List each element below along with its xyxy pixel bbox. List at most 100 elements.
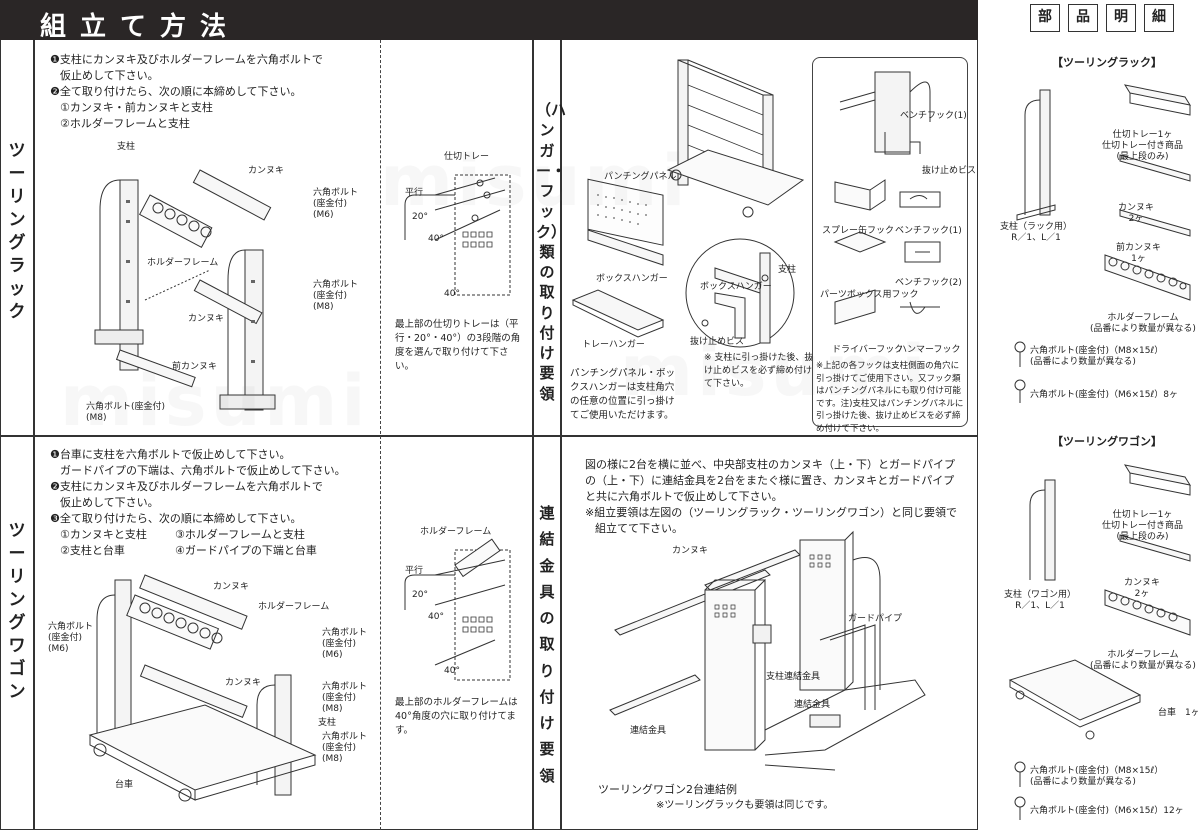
label-kannuki: カンヌキ [672,546,709,556]
join-caption-note: ※ツーリングラックも要領は同じです。 [656,800,834,811]
label-kannuki: カンヌキ [225,678,262,688]
label-box-hanger: ボックスハンガー [700,282,772,292]
heading-char: 明 [1106,4,1136,32]
part-cart: 台車 1ヶ [1158,708,1198,718]
section-title-join: 連結金具の取り付け要領 [539,504,555,785]
label-holder-frame: ホルダーフレーム [258,602,330,612]
part-kannuki: カンヌキ 2ヶ [1118,203,1155,224]
box-hanger-detail [685,238,800,358]
rack-parts-title: 【ツーリングラック】 [1052,56,1162,69]
part-mae-kannuki: 前カンヌキ 1ヶ [1116,243,1162,264]
part-pillar: 支柱（ラック用） R／1、L／1 [1000,222,1073,243]
label-heikou: 平行 [405,566,424,576]
label-angle-20: 20° [412,590,428,600]
label-kannuki: カンヌキ [248,166,285,176]
label-daisha: 台車 [115,780,134,790]
part-bolt-m8: 六角ボルト(座金付)（M8×15ℓ） (品番により数量が異なる) [1030,766,1164,787]
page-title: 組立て方法 [0,0,978,42]
join-instructions: 図の様に2台を横に並べ、中央部支柱のカンヌキ（上・下）とガードパイプ の（上・下… [585,458,957,535]
wagon-order-3: ③ホルダーフレームと支柱 [175,528,305,541]
tray-angle-detail [395,170,525,305]
label-heikou: 平行 [405,188,424,198]
label-shichu: 支柱 [318,718,337,728]
section-title-rack: ツーリングラック [8,141,26,322]
label-holder-frame: ホルダーフレーム [147,258,219,268]
label-shikiri-tray: 仕切トレー [444,152,490,162]
heading-char: 細 [1144,4,1174,32]
part-bolt-m6: 六角ボルト(座金付)（M6×15ℓ）8ヶ [1030,390,1178,400]
label-pillar-connector: 支柱連結金具 [766,672,821,682]
label-bolt-m6: 六角ボルト (座金付) (M6) [48,622,94,654]
rack-instructions: ❶支柱にカンヌキ及びホルダーフレームを六角ボルトで 仮止めして下さい。 ❷全て取… [50,53,323,130]
label-bench-hook-2: ベンチフック(2) [895,278,962,288]
holder-angle-note: 最上部のホルダーフレームは40°角度の穴に取り付けてます。 [395,697,518,736]
part-tray: 仕切トレー1ヶ 仕切トレー付き商品 (最上段のみ) [1102,510,1184,542]
label-punching-panel: パンチングパネル [604,172,677,182]
label-angle-40: 40° [444,289,460,299]
label-stopper-screw: 抜け止めビス [690,337,745,347]
label-kannuki: カンヌキ [188,314,225,324]
label-kannuki: カンヌキ [213,582,250,592]
label-bolt-m6: 六角ボルト (座金付) (M6) [322,628,368,660]
dashed-divider [380,40,381,830]
section-title-hooks: （ハンガー・フック）類の取り付け要領 [536,101,567,403]
label-angle-40: 40° [444,666,460,676]
wagon-assembly-drawing [85,565,325,805]
label-box-hanger: ボックスハンガー [596,274,668,284]
label-guard-pipe: ガードパイプ [848,614,903,624]
part-pillar: 支柱（ワゴン用） R／1、L／1 [1004,590,1077,611]
wagon-instructions: ❶台車に支柱を六角ボルトで仮止めして下さい。 ガードパイプの下端は、六角ボルトで… [50,448,346,525]
label-stopper-screw: 抜け止めビス [922,166,977,176]
hanger-parts-drawing [568,55,808,355]
hook-detail-box [812,57,968,427]
label-driver-hook: ドライバーフック [832,345,904,355]
part-holder-frame: ホルダーフレーム (品番により数量が異なる) [1090,313,1196,334]
label-angle-20: 20° [412,212,428,222]
wagon-order-4: ④ガードパイプの下端と台車 [175,544,317,557]
label-bolt-m8: 六角ボルト (座金付) (M8) [322,732,368,764]
hook-note: ※上記の各フックは支柱側面の角穴に引っ掛けてご使用下さい。又フック類はパンチング… [816,361,964,434]
rack-assembly-drawing [90,150,330,420]
wagon-parts-title: 【ツーリングワゴン】 [1052,435,1162,448]
wagon-parts-drawing [995,455,1195,825]
section-title-wagon: ツーリングワゴン [8,521,26,702]
label-mae-kannuki: 前カンヌキ [172,362,218,372]
wagon-order-1: ①カンヌキと支柱 [60,528,147,541]
label-spray-hook: スプレー缶フック [822,226,895,236]
part-bolt-m6: 六角ボルト(座金付)（M6×15ℓ）12ヶ [1030,806,1184,816]
heading-char: 品 [1068,4,1098,32]
divider [0,435,532,437]
tray-angle-note: 最上部の仕切りトレーは（平行・20°・40°）の3段階の角度を選んで取り付けて下… [395,319,521,372]
label-bench-hook-1: ベンチフック(1) [900,111,967,121]
label-bolt-m6: 六角ボルト (座金付) (M6) [313,188,359,220]
holder-angle-detail [395,545,525,685]
divider [532,435,978,437]
part-bolt-m8: 六角ボルト(座金付)（M8×15ℓ） (品番により数量が異なる) [1030,346,1164,367]
hook-types-drawing [815,62,965,352]
join-example-drawing [605,530,935,780]
heading-char: 部 [1030,4,1060,32]
label-connector: 連結金具 [630,726,667,736]
label-angle-40: 40° [428,612,444,622]
label-holder-frame: ホルダーフレーム [420,527,492,537]
label-connector: 連結金具 [794,700,831,710]
label-angle-40: 40° [428,234,444,244]
label-bolt-m8: 六角ボルト(座金付) (M8) [86,402,166,423]
join-caption: ツーリングワゴン2台連結例 [598,783,737,796]
label-parts-box-hook: パーツボックス用フック [820,290,919,300]
part-kannuki: カンヌキ 2ヶ [1124,578,1161,599]
label-bolt-m8: 六角ボルト (座金付) (M8) [322,682,368,714]
label-shichu: 支柱 [117,142,136,152]
part-holder-frame: ホルダーフレーム (品番により数量が異なる) [1090,650,1196,671]
box-hanger-note: ※ 支柱に引っ掛けた後、抜け止めビスを必ず締め付けて下さい。 [704,353,814,389]
label-hammer-hook: ハンマーフック [898,345,961,355]
hanger-note: パンチングパネル・ボックスハンガーは支柱角穴の任意の位置に引っ掛けてご使用いただ… [570,368,675,421]
label-bolt-m8: 六角ボルト (座金付) (M8) [313,280,359,312]
wagon-order-2: ②支柱と台車 [60,544,125,557]
label-tray-hanger: トレーハンガー [582,340,645,350]
label-bench-hook-1: ベンチフック(1) [895,226,962,236]
parts-list-panel: 部 品 明 細 【ツーリングラック】 仕切トレー1ヶ 仕切トレー付き商品 (最上… [990,0,1198,833]
rack-parts-drawing [995,75,1195,405]
label-shichu: 支柱 [778,265,797,275]
part-tray: 仕切トレー1ヶ 仕切トレー付き商品 (最上段のみ) [1102,130,1184,162]
